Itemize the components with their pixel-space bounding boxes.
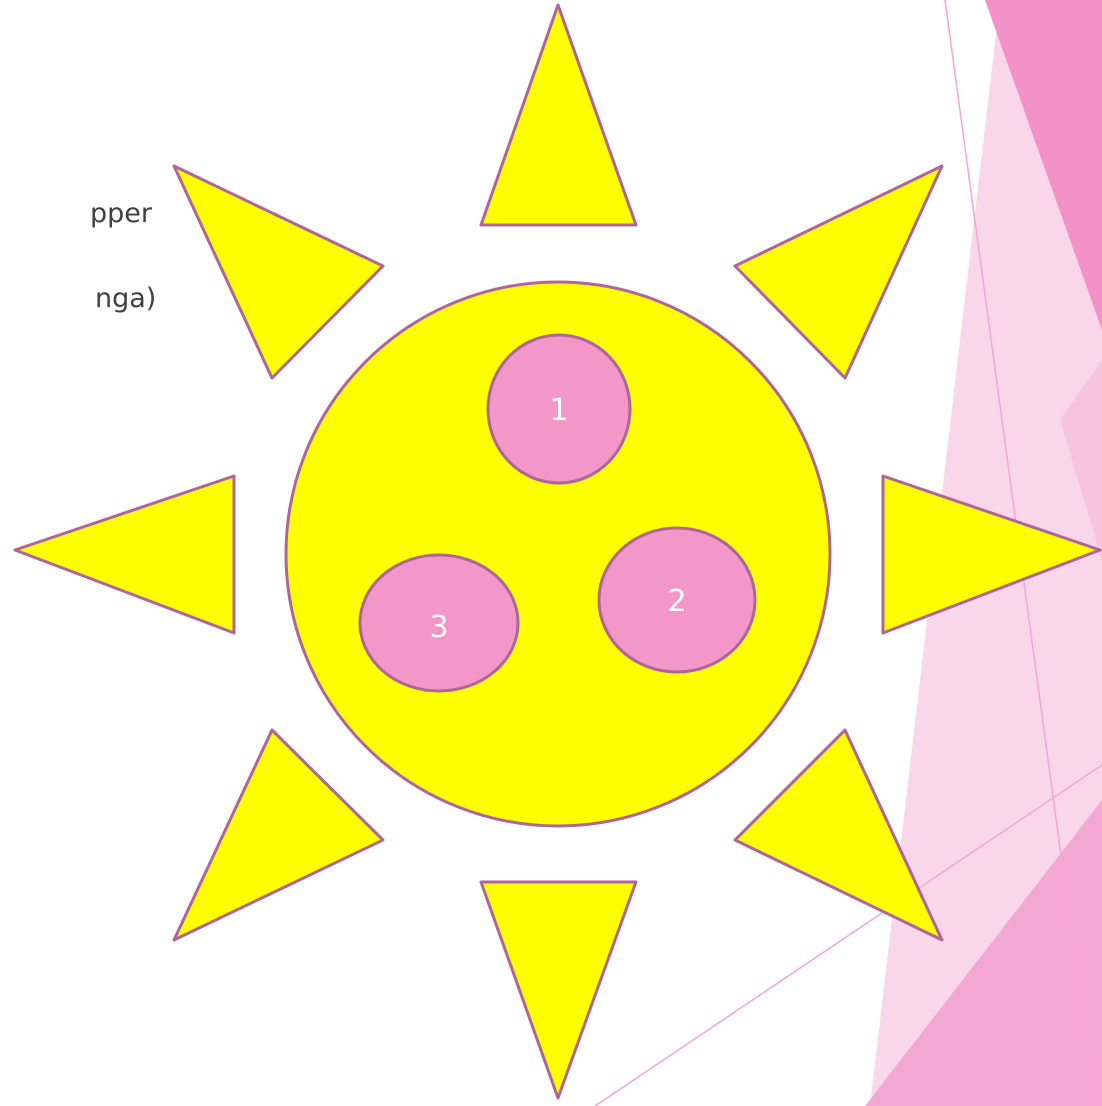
- circle-2-label: 2: [667, 584, 686, 619]
- circle-1-label: 1: [549, 393, 568, 428]
- sun-ray-left: [15, 476, 234, 633]
- sun-ray-bottom: [481, 882, 636, 1098]
- sun-ray-right: [883, 476, 1100, 633]
- sun-ray-top: [481, 5, 636, 225]
- sun-ray-bottom-right: [735, 730, 942, 940]
- sun-ray-top-right: [735, 166, 942, 378]
- sun-ray-top-left: [174, 166, 383, 378]
- sun-ray-bottom-left: [174, 730, 383, 940]
- circle-3-label: 3: [429, 610, 448, 645]
